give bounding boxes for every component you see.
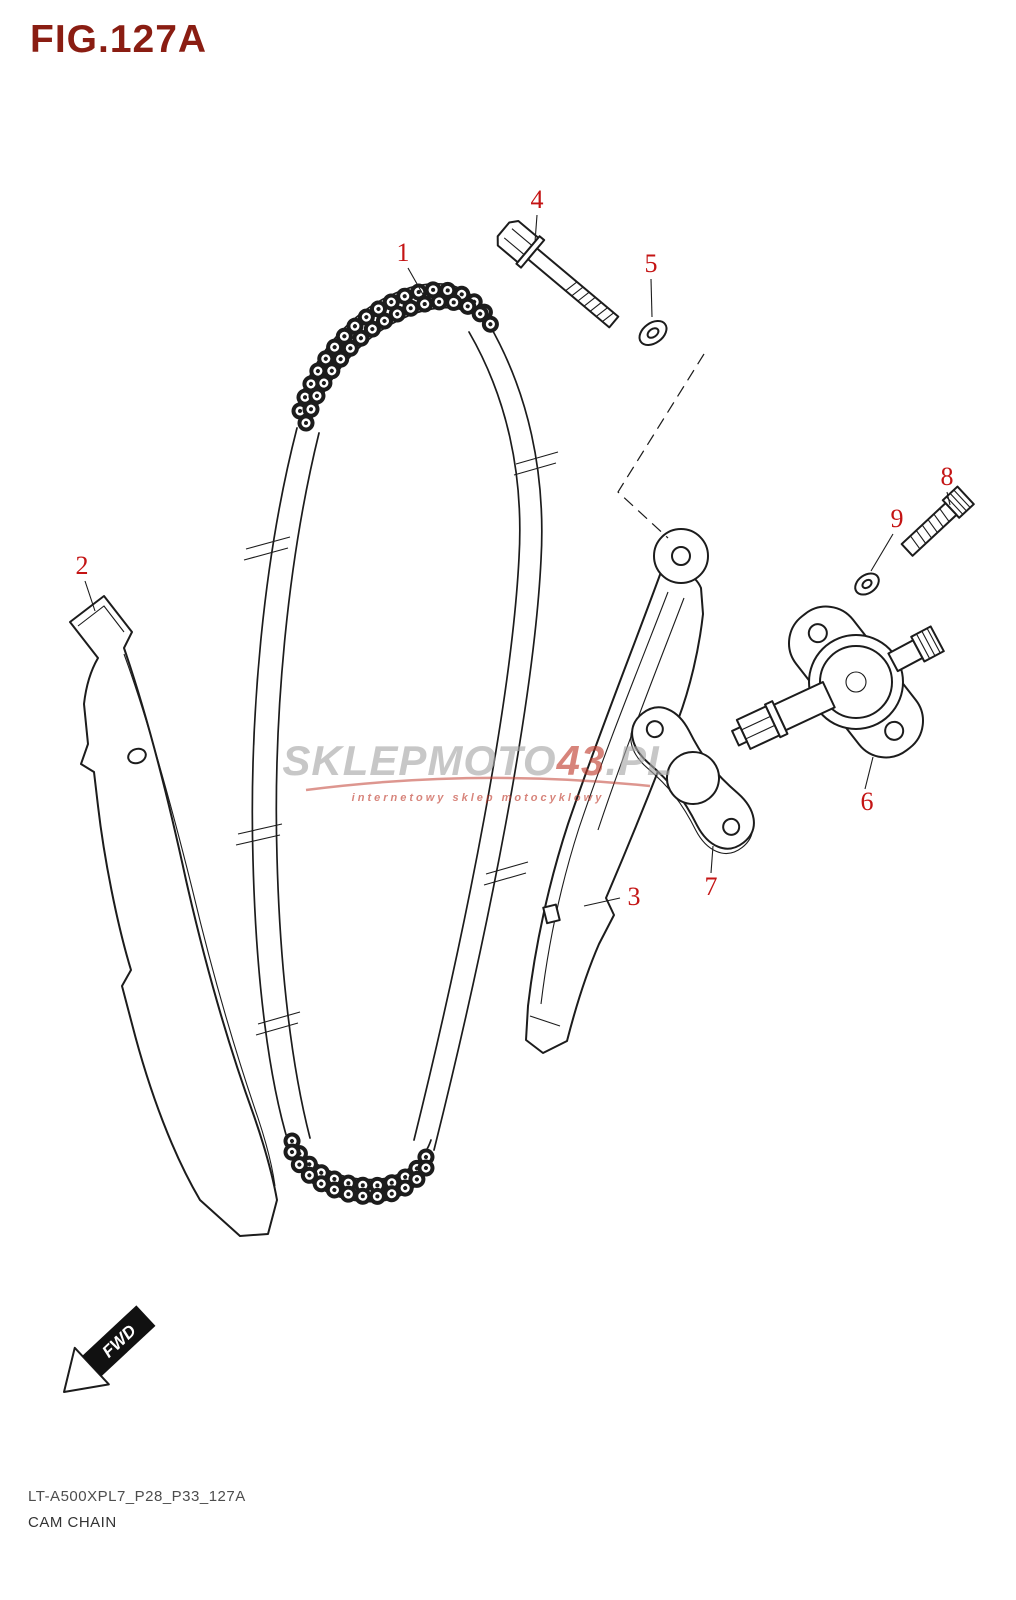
cam-chain-tensioner xyxy=(731,605,945,759)
fwd-arrow-tail xyxy=(82,1305,156,1377)
figure-title: FIG.127A xyxy=(30,18,208,61)
part-label-3: 3 xyxy=(628,882,641,911)
part-label-4: 4 xyxy=(531,185,544,214)
pivot-bolt xyxy=(496,220,620,329)
part-label-5: 5 xyxy=(645,249,658,278)
leader-line-2 xyxy=(84,580,96,612)
leader-line-3 xyxy=(583,897,621,907)
cam-chain-guide-right xyxy=(525,528,709,1054)
adjuster-screw xyxy=(900,485,975,557)
part-label-7: 7 xyxy=(705,872,718,901)
part-label-6: 6 xyxy=(861,787,874,816)
gasket-center-hole xyxy=(666,751,720,805)
part-label-1: 1 xyxy=(397,238,410,267)
footer-figure-name: CAM CHAIN xyxy=(28,1514,117,1531)
leader-line-4 xyxy=(534,214,538,243)
part-label-9: 9 xyxy=(891,504,904,533)
tensioner-end-cap xyxy=(887,625,945,673)
tensioner-flange-hole xyxy=(807,623,828,644)
leader-line-8 xyxy=(946,491,951,506)
fwd-arrow: FWD xyxy=(63,1305,156,1393)
chain-top-links xyxy=(291,281,500,432)
part-labels-layer: 1 2 3 4 5 6 7 8 9 xyxy=(76,185,954,911)
leader-line-1 xyxy=(407,267,426,299)
part-label-8: 8 xyxy=(941,462,954,491)
part-label-2: 2 xyxy=(76,551,89,580)
assembly-axis-line xyxy=(617,353,705,539)
gasket-bolt-hole xyxy=(645,720,664,739)
arm-square-hole xyxy=(542,903,561,925)
leader-line-7 xyxy=(710,845,714,874)
fwd-arrowhead xyxy=(63,1346,110,1393)
guide-mount-hole xyxy=(127,747,147,765)
leader-line-5 xyxy=(650,278,653,318)
cam-chain-guide-left xyxy=(69,595,278,1237)
tensioner-flange-hole xyxy=(884,720,905,741)
tensioner-gasket xyxy=(630,706,755,854)
adjuster-washer xyxy=(854,572,880,596)
leader-line-9 xyxy=(870,533,894,572)
chain-bottom-links xyxy=(283,1132,440,1206)
pivot-bolt-washer xyxy=(638,320,668,346)
cam-chain xyxy=(235,281,559,1206)
tensioner-plunger xyxy=(731,680,836,750)
leader-line-6 xyxy=(864,756,874,790)
arm-pivot-hole xyxy=(671,546,691,566)
gasket-bolt-hole xyxy=(722,817,741,836)
footer-part-code: LT-A500XPL7_P28_P33_127A xyxy=(28,1488,246,1505)
chain-break-marks xyxy=(235,451,559,1036)
